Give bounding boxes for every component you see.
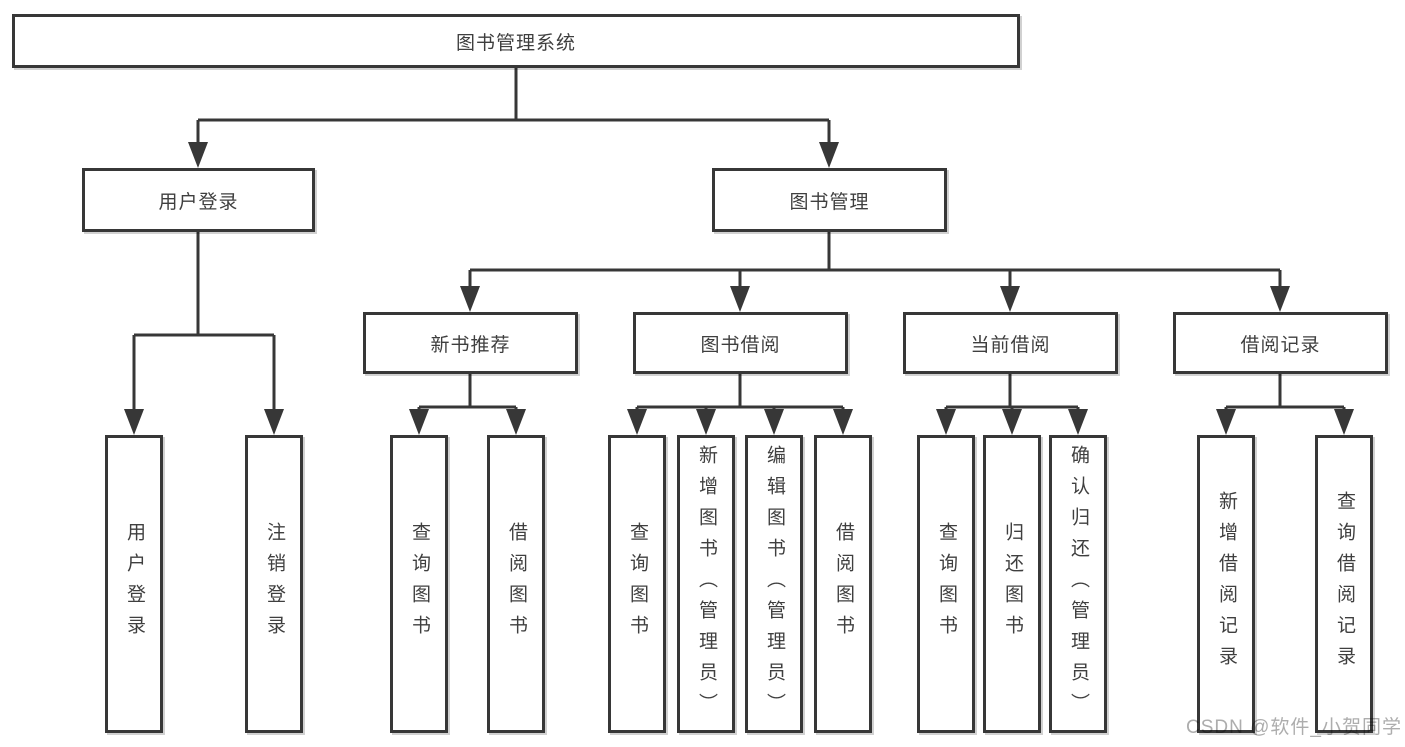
arrowhead <box>1002 409 1022 435</box>
leaf-user-login: 用户登录 <box>105 435 163 733</box>
leaf-confirm-return-admin: 确认归还（管理员） <box>1049 435 1107 733</box>
node-book-borrow: 图书借阅 <box>633 312 848 374</box>
arrowhead <box>764 409 784 435</box>
arrowhead <box>264 409 284 435</box>
node-current-borrow: 当前借阅 <box>903 312 1118 374</box>
leaf-add-borrow-record: 新增借阅记录 <box>1197 435 1255 733</box>
arrowhead <box>1270 286 1290 312</box>
arrowhead <box>833 409 853 435</box>
watermark: CSDN @软件_小贺同学 <box>1186 717 1402 738</box>
arrowhead <box>124 409 144 435</box>
arrowhead <box>936 409 956 435</box>
arrowhead <box>1068 409 1088 435</box>
leaf-return-books: 归还图书 <box>983 435 1041 733</box>
node-book-management: 图书管理 <box>712 168 947 232</box>
arrowhead <box>460 286 480 312</box>
leaf-borrow-books: 借阅图书 <box>814 435 872 733</box>
arrowhead <box>819 142 839 168</box>
arrowhead <box>409 409 429 435</box>
leaf-borrow-books-recommend: 借阅图书 <box>487 435 545 733</box>
leaf-logout: 注销登录 <box>245 435 303 733</box>
arrowhead <box>696 409 716 435</box>
leaf-query-books-current: 查询图书 <box>917 435 975 733</box>
leaf-query-borrow-record: 查询借阅记录 <box>1315 435 1373 733</box>
leaf-query-books-recommend: 查询图书 <box>390 435 448 733</box>
arrowhead <box>1334 409 1354 435</box>
arrowhead <box>1216 409 1236 435</box>
node-new-book-recommend: 新书推荐 <box>363 312 578 374</box>
leaf-query-books-borrow: 查询图书 <box>608 435 666 733</box>
arrowhead <box>730 286 750 312</box>
leaf-add-books-admin: 新增图书（管理员） <box>677 435 735 733</box>
arrowhead <box>188 142 208 168</box>
node-user-login: 用户登录 <box>82 168 315 232</box>
arrowhead <box>627 409 647 435</box>
leaf-edit-books-admin: 编辑图书（管理员） <box>745 435 803 733</box>
node-borrow-record: 借阅记录 <box>1173 312 1388 374</box>
arrowhead <box>506 409 526 435</box>
node-library-system: 图书管理系统 <box>12 14 1020 68</box>
arrowhead <box>1000 286 1020 312</box>
